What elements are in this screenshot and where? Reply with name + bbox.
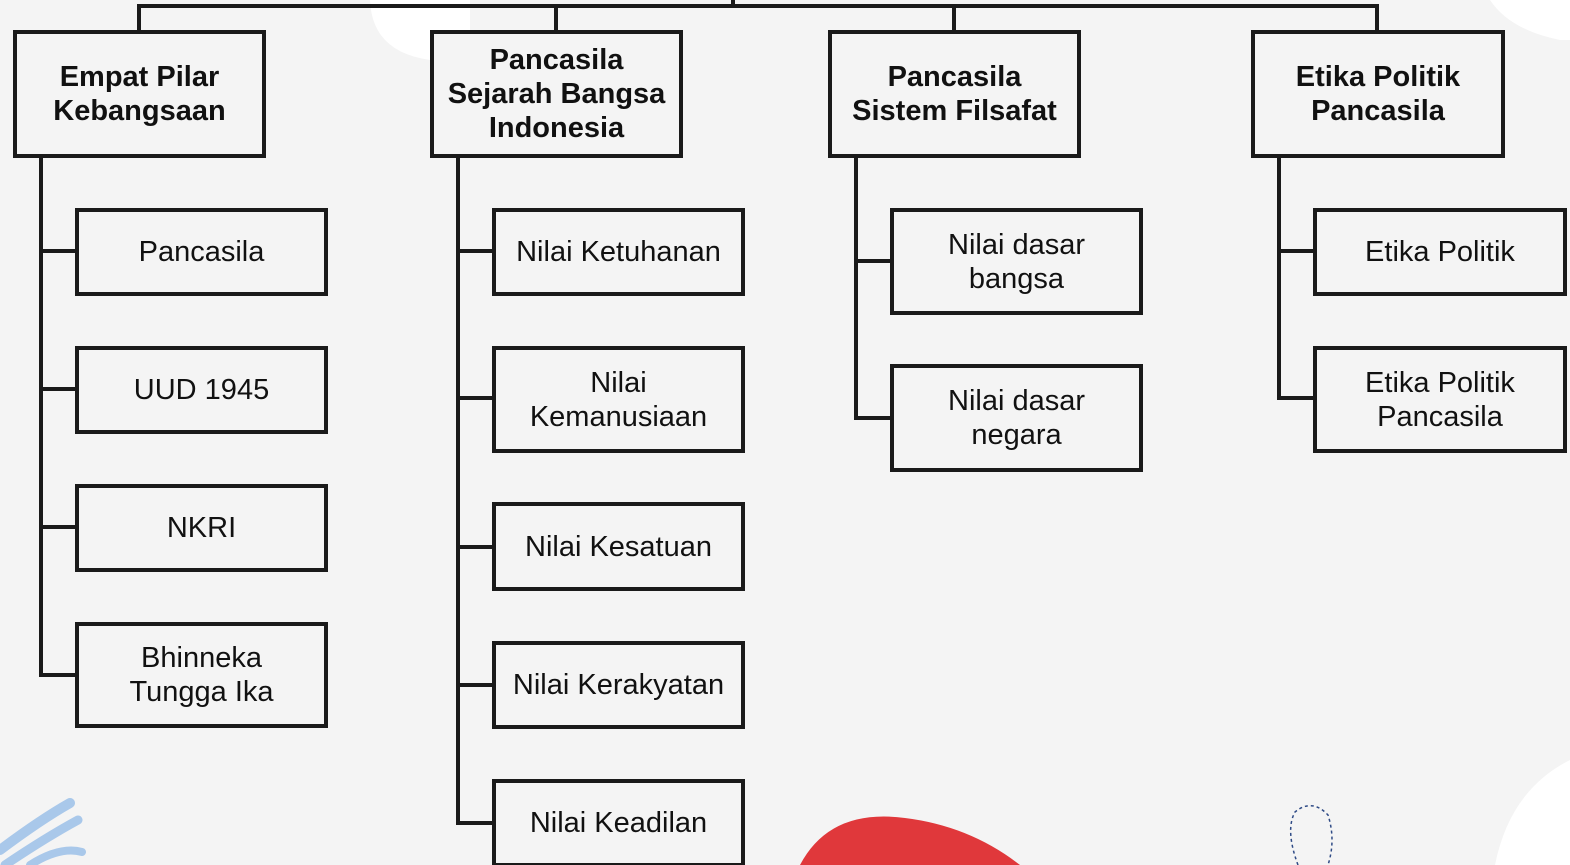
category-box-sistem-filsafat: Pancasila Sistem Filsafat xyxy=(828,30,1081,158)
category-box-empat-pilar: Empat Pilar Kebangsaan xyxy=(13,30,266,158)
blue-brush-stroke xyxy=(0,798,86,865)
item-box-pancasila: Pancasila xyxy=(75,208,328,296)
dashed-loop xyxy=(1289,805,1333,865)
item-box-nilai-dasar-bangsa: Nilai dasar bangsa xyxy=(890,208,1143,315)
item-box-etika-politik-pancasila: Etika Politik Pancasila xyxy=(1313,346,1567,453)
item-box-etika-politik: Etika Politik xyxy=(1313,208,1567,296)
item-box-nilai-keadilan: Nilai Keadilan xyxy=(492,779,745,865)
item-box-nilai-kerakyatan: Nilai Kerakyatan xyxy=(492,641,745,729)
category-box-etika-politik: Etika Politik Pancasila xyxy=(1251,30,1505,158)
item-box-uud-1945: UUD 1945 xyxy=(75,346,328,434)
item-box-nilai-ketuhanan: Nilai Ketuhanan xyxy=(492,208,745,296)
category-box-sejarah-bangsa: Pancasila Sejarah Bangsa Indonesia xyxy=(430,30,683,158)
red-blob xyxy=(800,816,1020,865)
item-box-nilai-kemanusiaan: Nilai Kemanusiaan xyxy=(492,346,745,453)
light-blob-right-top xyxy=(1490,0,1570,40)
item-box-bhinneka: Bhinneka Tungga Ika xyxy=(75,622,328,728)
light-blob-right-bottom xyxy=(1495,760,1570,865)
item-box-nilai-kesatuan: Nilai Kesatuan xyxy=(492,502,745,591)
item-box-nkri: NKRI xyxy=(75,484,328,572)
item-box-nilai-dasar-negara: Nilai dasar negara xyxy=(890,364,1143,472)
